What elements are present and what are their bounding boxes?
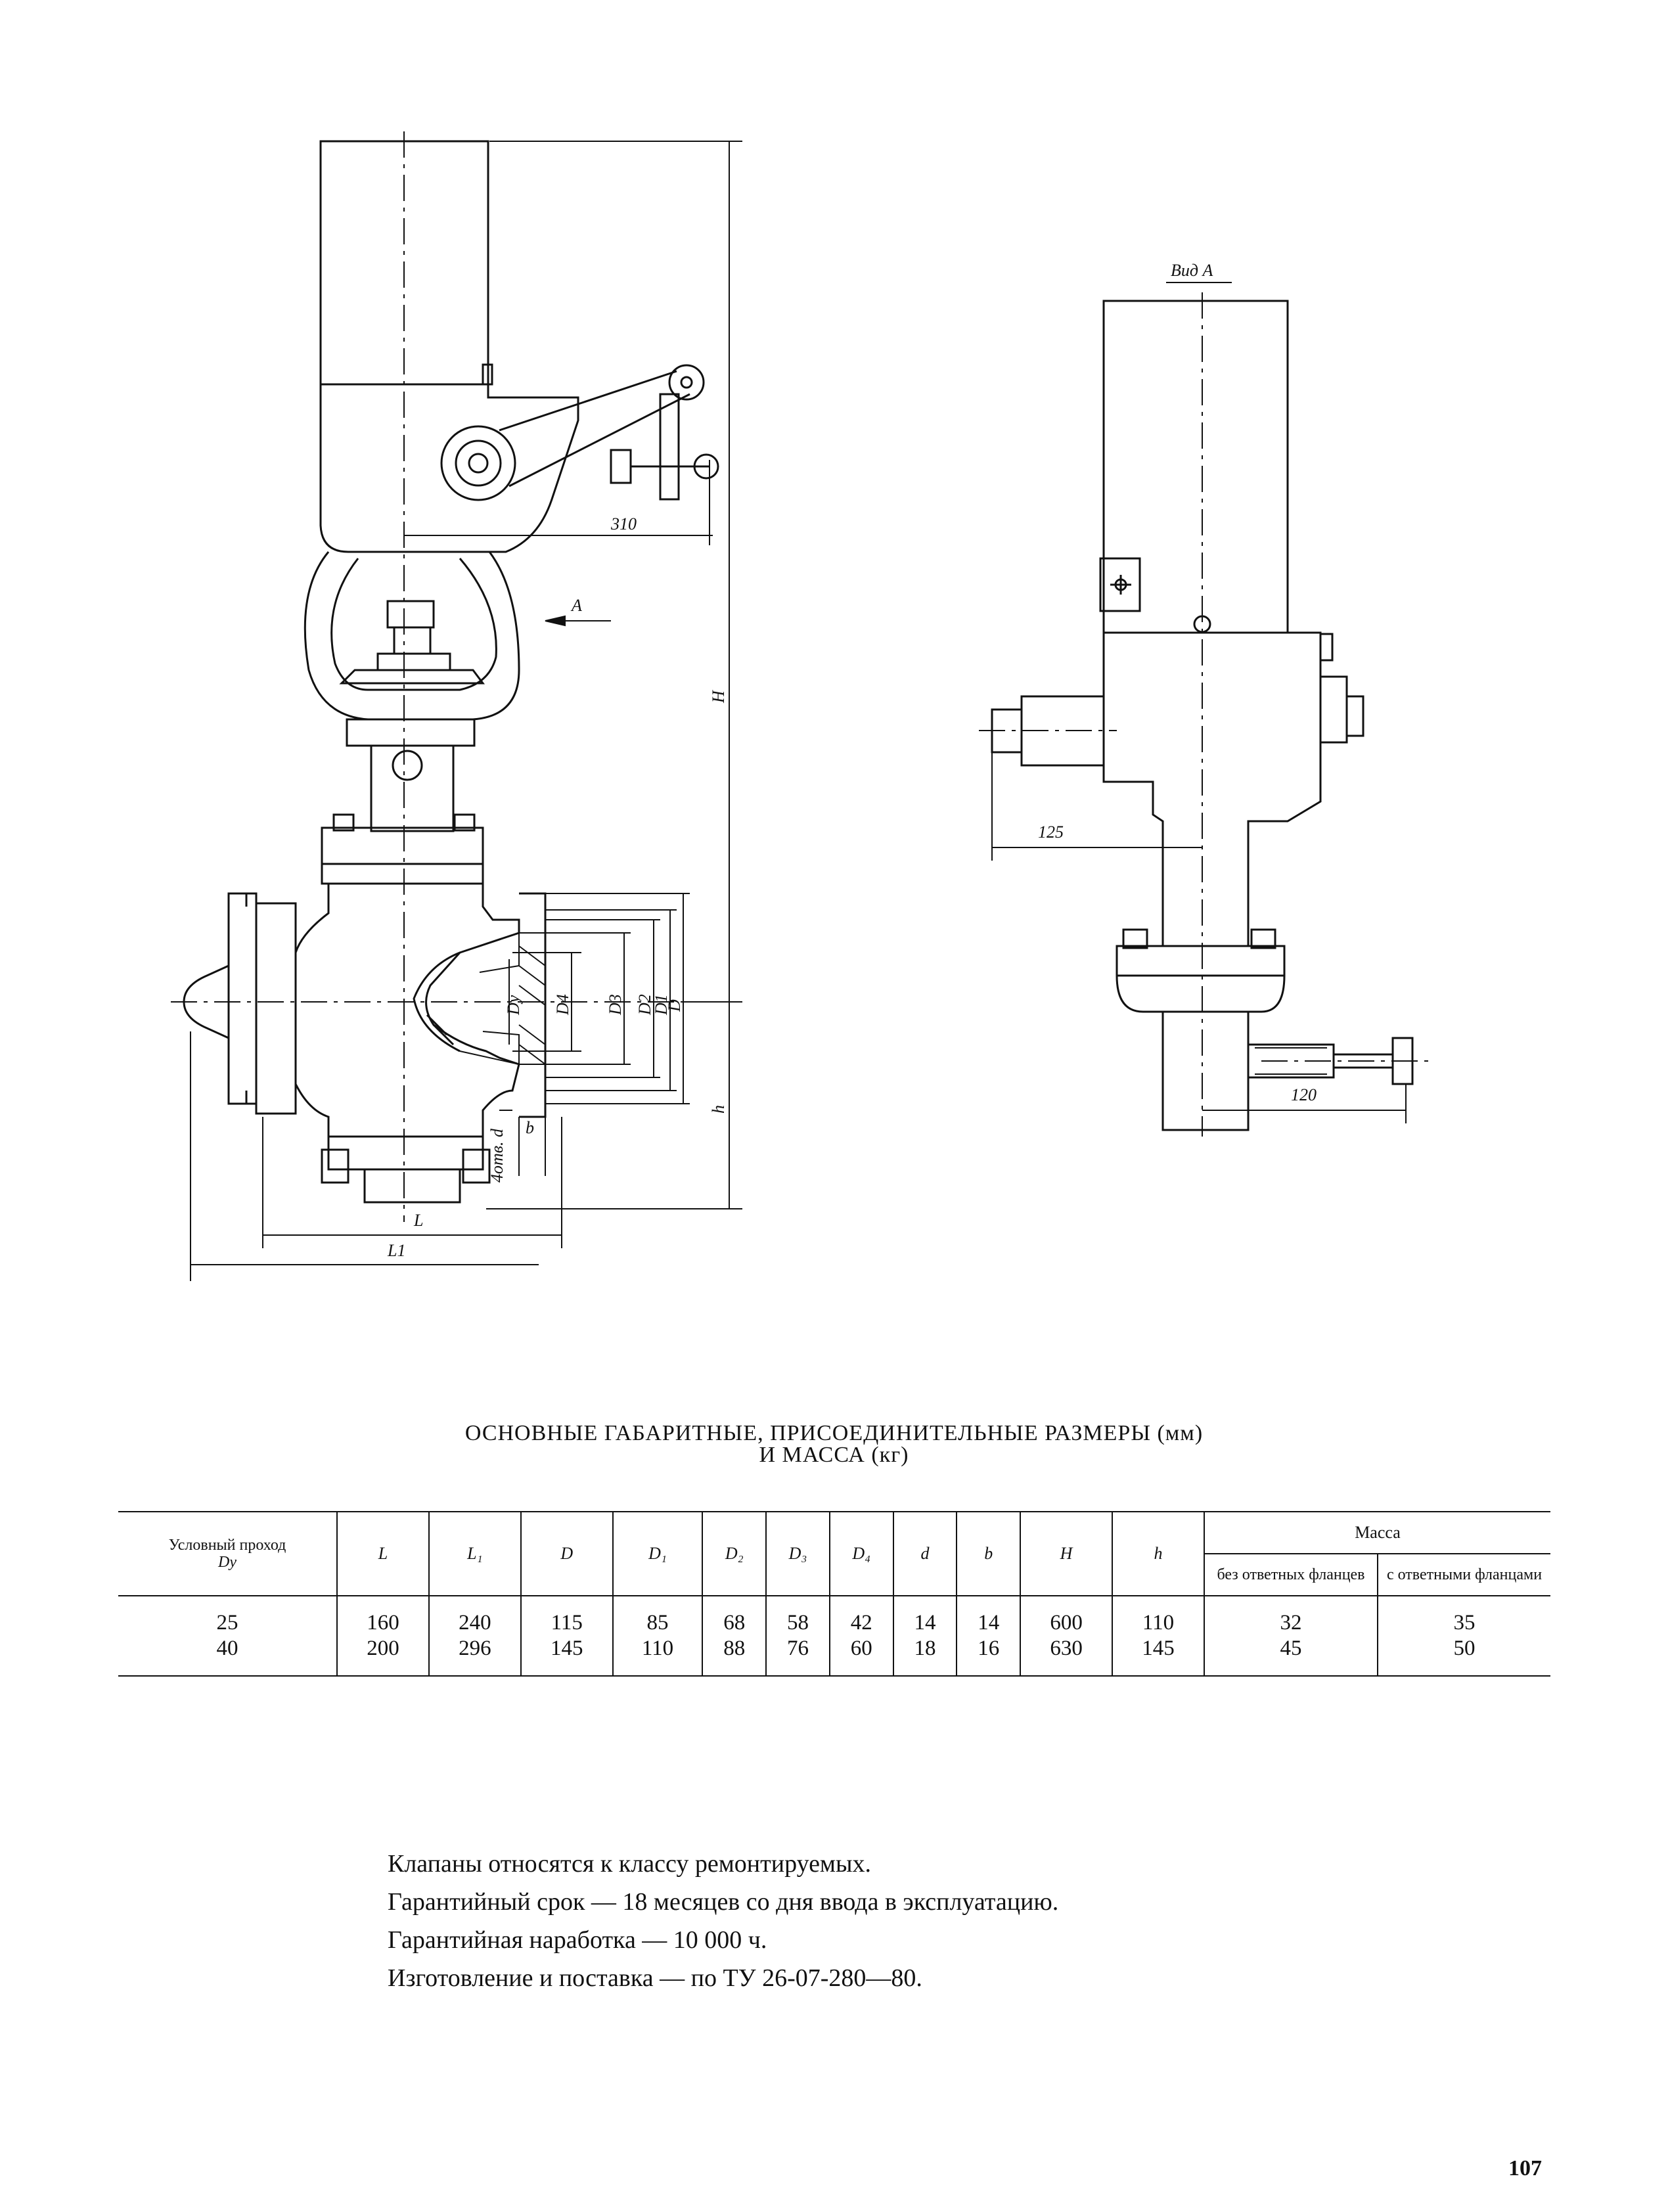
right-flange <box>459 892 547 1118</box>
cell-h: 145 <box>1112 1636 1204 1677</box>
dim-b-label: b <box>526 1118 534 1137</box>
header-L: L <box>336 1511 429 1596</box>
cell-D: 115 <box>520 1596 613 1636</box>
dim-L-label: L <box>413 1211 423 1230</box>
cell-L1: 296 <box>428 1636 521 1677</box>
valve-technical-drawing: 310 A H h Dy D4 D3 D2 D1 D b 4отв. d L L… <box>171 131 1432 1281</box>
dimensions-table: Условный проход Dy L L₁ D D₁ D₂ D₃ D₄ d … <box>118 1511 1550 1677</box>
cell-D2: 88 <box>702 1636 767 1677</box>
table-caption-line1: ОСНОВНЫЕ ГАБАРИТНЫЕ, ПРИСОЕДИНИТЕЛЬНЫЕ Р… <box>464 1421 1204 1445</box>
dim-120-label: 120 <box>1291 1085 1317 1104</box>
page-number: 107 <box>1508 2156 1542 2180</box>
valve-body <box>294 882 520 1138</box>
dim-D3-label: D3 <box>606 994 625 1016</box>
dim-D4-label: D4 <box>553 994 572 1016</box>
actuator-housing <box>319 140 579 553</box>
arrow-a-label: A <box>570 596 582 615</box>
cell-mass-with: 35 <box>1377 1596 1550 1636</box>
cell-d: 18 <box>892 1636 957 1677</box>
header-b: b <box>956 1511 1021 1596</box>
dim-125-label: 125 <box>1038 823 1064 842</box>
view-a-dimension-lines <box>991 282 1407 1123</box>
cell-mass-without: 45 <box>1204 1636 1378 1677</box>
view-a-bonnet <box>1116 928 1414 1131</box>
dim-H-label: H <box>709 690 728 704</box>
dim-Dy-label: Dy <box>504 995 523 1016</box>
cell-D4: 42 <box>828 1596 893 1636</box>
cell-d: 14 <box>892 1596 957 1636</box>
dim-D2-label: D2 <box>635 994 654 1016</box>
note-warranty-period: Гарантийный срок — 18 месяцев со дня вво… <box>388 1888 1059 1916</box>
note-repairable: Клапаны относятся к классу ремонтируемых… <box>388 1850 872 1878</box>
note-warranty-operating-time: Гарантийная наработка — 10 000 ч. <box>388 1926 767 1954</box>
header-first-label: Условный проход <box>168 1537 286 1554</box>
cell-D: 145 <box>520 1636 613 1677</box>
centerlines <box>171 131 736 1222</box>
lever-arm <box>440 363 719 501</box>
dim-D1-label: D1 <box>652 994 671 1016</box>
bonnet <box>321 718 484 885</box>
dim-L1-label: L1 <box>387 1241 405 1260</box>
header-d: d <box>892 1511 957 1596</box>
dimension-lines-main <box>190 141 742 1281</box>
dim-310-label: 310 <box>610 514 637 533</box>
table-caption-line2: И МАССА (кг) <box>759 1443 909 1467</box>
header-mass-with: с ответными фланцами <box>1377 1554 1550 1596</box>
cell-H: 630 <box>1020 1636 1113 1677</box>
holes-label: 4отв. d <box>487 1128 507 1183</box>
left-flange <box>183 892 297 1115</box>
note-manufacturing-spec: Изготовление и поставка — по ТУ 26-07-28… <box>388 1964 922 1992</box>
cell-D3: 58 <box>765 1596 830 1636</box>
header-H: H <box>1020 1511 1113 1596</box>
header-D4: D₄ <box>828 1511 893 1596</box>
cell-h: 110 <box>1112 1596 1204 1636</box>
cell-D1: 85 <box>612 1596 703 1636</box>
header-D3: D₃ <box>765 1511 830 1596</box>
header-mass-without: без ответных фланцев <box>1204 1554 1378 1596</box>
table-row: 40 200 296 145 110 88 76 60 18 16 630 14… <box>118 1636 1550 1677</box>
dim-h-label: h <box>709 1105 728 1114</box>
header-mass: Масса <box>1204 1511 1550 1554</box>
notes-block: Клапаны относятся к классу ремонтируемых… <box>388 1845 1058 1997</box>
header-first-sub: Dy <box>218 1554 237 1571</box>
header-h: h <box>1112 1511 1204 1596</box>
cell-L1: 240 <box>428 1596 521 1636</box>
view-a-centerlines <box>979 292 1432 1137</box>
cell-L: 200 <box>336 1636 429 1677</box>
cell-H: 600 <box>1020 1596 1113 1636</box>
cell-dy: 40 <box>118 1636 337 1677</box>
view-a-title: Вид А <box>1171 261 1213 280</box>
cell-b: 16 <box>956 1636 1021 1677</box>
header-D2: D₂ <box>702 1511 767 1596</box>
cell-L: 160 <box>336 1596 429 1636</box>
yoke <box>304 551 520 721</box>
view-a-body <box>991 615 1364 947</box>
header-conditional-pass: Условный проход Dy <box>118 1511 337 1596</box>
dim-D-label: D <box>665 999 684 1012</box>
bottom-cover <box>321 1135 491 1204</box>
cell-D2: 68 <box>702 1596 767 1636</box>
table-row: 25 160 240 115 85 68 58 42 14 14 600 110… <box>118 1596 1550 1636</box>
cell-D4: 60 <box>828 1636 893 1677</box>
view-a-actuator <box>1099 300 1289 634</box>
cell-dy: 25 <box>216 1611 238 1635</box>
header-D: D <box>520 1511 613 1596</box>
cell-mass-without: 32 <box>1204 1596 1378 1636</box>
header-D1: D₁ <box>612 1511 703 1596</box>
cell-mass-with: 50 <box>1377 1636 1550 1677</box>
cell-D3: 76 <box>765 1636 830 1677</box>
view-a-arrow <box>545 615 611 627</box>
cell-b: 14 <box>956 1596 1021 1636</box>
cell-D1: 110 <box>612 1636 703 1677</box>
header-L1: L₁ <box>428 1511 521 1596</box>
